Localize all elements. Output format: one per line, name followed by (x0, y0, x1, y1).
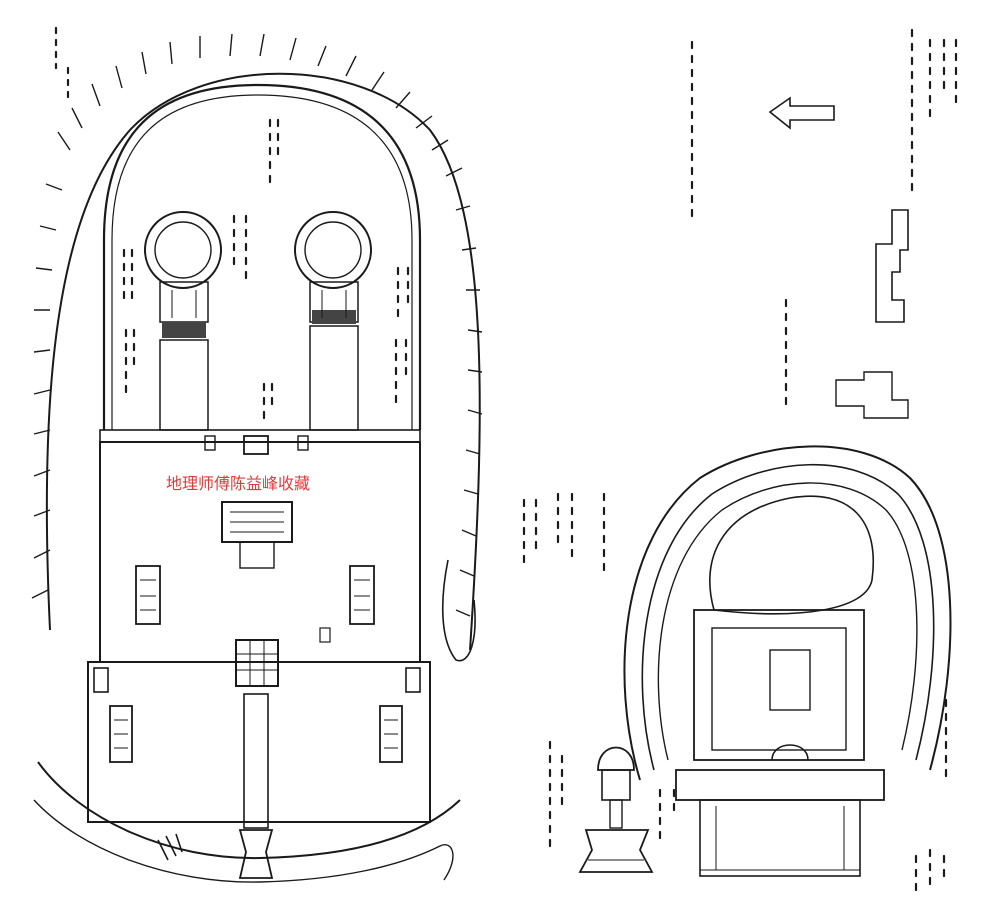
collector-watermark: 地理师傅陈益峰收藏 (166, 474, 311, 493)
pagoda-detail (578, 746, 654, 873)
left-forecourt (87, 661, 431, 823)
left-tomb-plan (31, 33, 483, 883)
right-mound (709, 495, 874, 615)
right-tower (294, 211, 372, 431)
left-tower (144, 211, 222, 431)
left-hill-tufts (31, 33, 483, 617)
compass-arrow (768, 96, 835, 130)
right-outer-ring (623, 445, 952, 781)
left-front-wall (37, 761, 461, 860)
right-tomb-plan (578, 96, 952, 877)
calligraphy-columns (54, 26, 958, 892)
left-inner-wall (102, 83, 422, 430)
stepped-outline (875, 209, 909, 323)
left-outer-hill (45, 72, 481, 651)
